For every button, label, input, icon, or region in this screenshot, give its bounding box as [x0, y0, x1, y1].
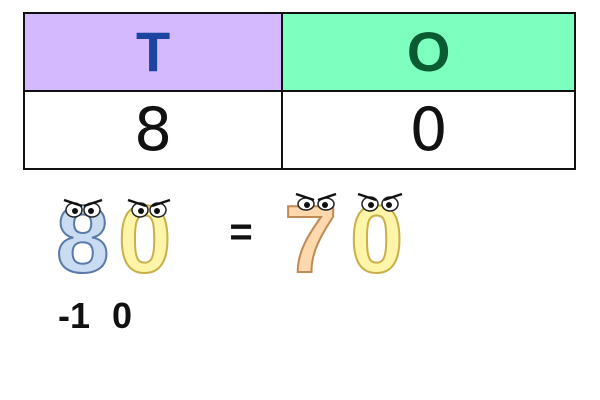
tens-header: T: [22, 12, 284, 92]
eyes-icon: [127, 198, 171, 218]
place-value-table: T O 8 0: [22, 12, 576, 170]
value-row: 8 0: [22, 90, 576, 170]
header-row: T O: [22, 12, 576, 92]
tens-value: 8: [22, 90, 284, 170]
digit-character-8-left: 8: [55, 185, 110, 290]
digit-character-7: 7: [283, 185, 338, 290]
ones-header: O: [281, 12, 576, 92]
tens-change: -1: [58, 295, 91, 336]
operation-label: -1 0: [58, 298, 132, 334]
eyes-icon: [295, 192, 337, 211]
number-characters-illustration: 8 0 7 0: [55, 185, 404, 290]
eyes-icon: [357, 192, 403, 212]
eyes-icon: [63, 198, 103, 218]
digit-character-0-left: 0: [117, 185, 172, 290]
ones-change: 0: [112, 295, 133, 336]
digit-8-glyph: 8: [56, 186, 109, 290]
digit-character-0-right: 0: [349, 185, 404, 290]
ones-value: 0: [281, 90, 576, 170]
equals-sign: =: [229, 210, 253, 254]
